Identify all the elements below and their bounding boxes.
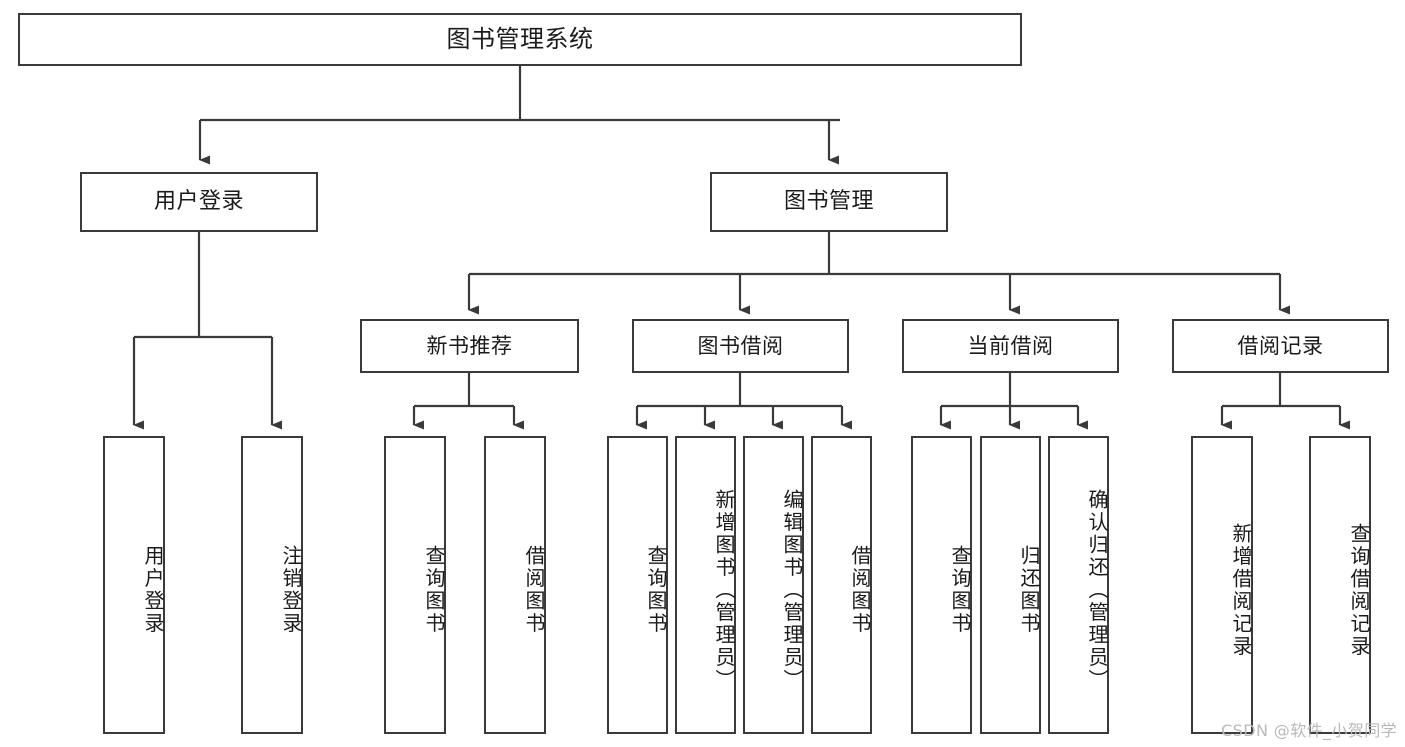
leaf-add-record[interactable]: 新增借阅记录 [1191, 436, 1253, 734]
leaf-user-login[interactable]: 用户登录 [103, 436, 165, 734]
node-current-borrow-label: 当前借阅 [967, 333, 1054, 358]
node-root[interactable]: 图书管理系统 [18, 13, 1022, 66]
leaf-add-book-label: 新增图书（管理员） [712, 488, 736, 692]
leaf-logout-label: 注销登录 [279, 545, 303, 635]
leaf-edit-book-label: 编辑图书（管理员） [780, 488, 804, 692]
leaf-query-book-1[interactable]: 查询图书 [384, 436, 446, 734]
leaf-add-record-label: 新增借阅记录 [1229, 522, 1253, 658]
leaf-query-book-2-label: 查询图书 [644, 545, 668, 635]
leaf-borrow-book-1[interactable]: 借阅图书 [484, 436, 546, 734]
leaf-query-book-2[interactable]: 查询图书 [607, 436, 668, 734]
leaf-query-record[interactable]: 查询借阅记录 [1309, 436, 1371, 734]
leaf-return-book-label: 归还图书 [1017, 545, 1041, 635]
leaf-add-book[interactable]: 新增图书（管理员） [675, 436, 736, 734]
node-book-borrow[interactable]: 图书借阅 [632, 319, 849, 373]
node-new-book-recommend-label: 新书推荐 [426, 333, 513, 358]
node-book-manage-label: 图书管理 [783, 189, 874, 215]
node-book-manage[interactable]: 图书管理 [710, 172, 948, 232]
leaf-edit-book[interactable]: 编辑图书（管理员） [743, 436, 804, 734]
node-current-borrow[interactable]: 当前借阅 [902, 319, 1119, 373]
node-book-borrow-label: 图书借阅 [697, 333, 784, 358]
node-borrow-record-label: 借阅记录 [1237, 333, 1324, 358]
leaf-confirm-return[interactable]: 确认归还（管理员） [1048, 436, 1109, 734]
leaf-borrow-book-1-label: 借阅图书 [522, 545, 546, 635]
leaf-query-book-3-label: 查询图书 [948, 545, 972, 635]
leaf-query-book-1-label: 查询图书 [422, 545, 446, 635]
leaf-return-book[interactable]: 归还图书 [980, 436, 1041, 734]
leaf-borrow-book-2[interactable]: 借阅图书 [811, 436, 872, 734]
leaf-query-book-3[interactable]: 查询图书 [911, 436, 972, 734]
leaf-user-login-label: 用户登录 [141, 545, 165, 635]
node-new-book-recommend[interactable]: 新书推荐 [360, 319, 579, 373]
node-borrow-record[interactable]: 借阅记录 [1172, 319, 1389, 373]
node-root-label: 图书管理系统 [446, 25, 594, 54]
node-user-login-label: 用户登录 [153, 189, 244, 215]
leaf-borrow-book-2-label: 借阅图书 [848, 545, 872, 635]
leaf-logout[interactable]: 注销登录 [241, 436, 303, 734]
leaf-query-record-label: 查询借阅记录 [1347, 522, 1371, 658]
node-user-login[interactable]: 用户登录 [80, 172, 318, 232]
leaf-confirm-return-label: 确认归还（管理员） [1085, 488, 1109, 692]
